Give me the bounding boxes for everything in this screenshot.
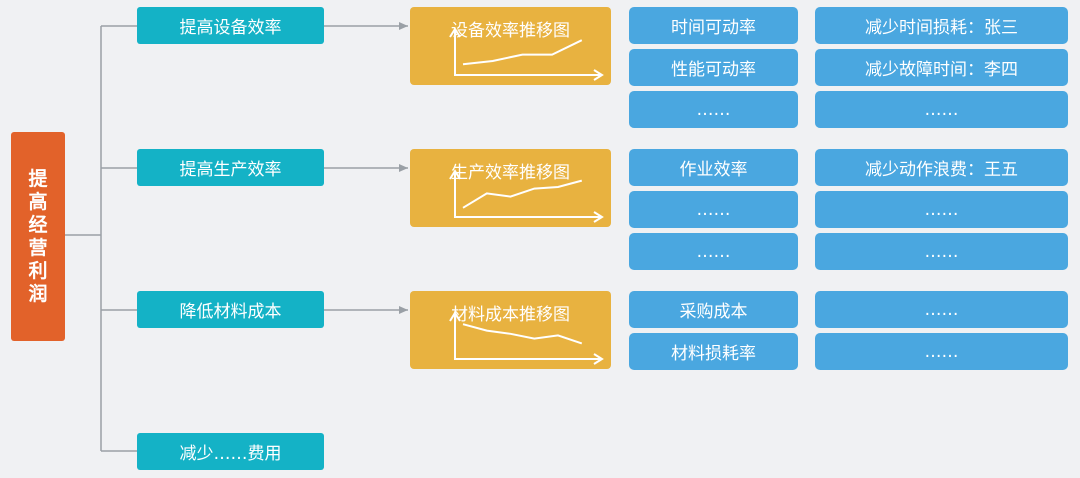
metric-item: 材料损耗率: [629, 333, 798, 370]
metric-item: 性能可动率: [629, 49, 798, 86]
trend-line: [462, 179, 583, 209]
trend-axes: [454, 315, 600, 360]
metric-item: ……: [629, 91, 798, 128]
metric-item: 采购成本: [629, 291, 798, 328]
metric-item: ……: [629, 191, 798, 228]
action-item: ……: [815, 91, 1068, 128]
trend-axes: [454, 31, 600, 76]
root-node: 提 高 经 营 利 润: [11, 132, 65, 341]
trend-axis-arrow: [593, 353, 604, 365]
trend-card-title: 材料成本推移图: [451, 305, 570, 325]
trend-axis-arrow: [449, 27, 461, 38]
trend-axis-arrow: [593, 211, 604, 223]
trend-mini-chart: [449, 311, 604, 365]
trend-line: [462, 39, 583, 66]
root-char: 经: [28, 213, 48, 236]
trend-card-production: 生产效率推移图: [410, 149, 611, 227]
root-char: 高: [28, 190, 48, 213]
root-char: 利: [28, 259, 48, 282]
root-char: 营: [28, 236, 48, 259]
action-item: ……: [815, 333, 1068, 370]
action-item: ……: [815, 191, 1068, 228]
root-char: 提: [28, 167, 48, 190]
action-item: ……: [815, 233, 1068, 270]
branch-expense: 减少……费用: [137, 433, 324, 470]
action-item: 减少时间损耗：张三: [815, 7, 1068, 44]
trend-card-title: 设备效率推移图: [451, 21, 570, 41]
branch-material-cost: 降低材料成本: [137, 291, 324, 328]
trend-mini-chart: [449, 169, 604, 223]
branch-production-efficiency: 提高生产效率: [137, 149, 324, 186]
action-item: 减少故障时间：李四: [815, 49, 1068, 86]
trend-card-material: 材料成本推移图: [410, 291, 611, 369]
trend-axis-arrow: [593, 69, 604, 81]
metric-item: ……: [629, 233, 798, 270]
trend-line: [462, 323, 583, 345]
trend-axis-arrow: [449, 311, 461, 322]
trend-card-title: 生产效率推移图: [451, 163, 570, 183]
branch-equipment-efficiency: 提高设备效率: [137, 7, 324, 44]
trend-axis-arrow: [449, 169, 461, 180]
action-item: ……: [815, 291, 1068, 328]
metric-item: 作业效率: [629, 149, 798, 186]
root-char: 润: [28, 282, 48, 305]
trend-mini-chart: [449, 27, 604, 81]
metric-item: 时间可动率: [629, 7, 798, 44]
trend-card-equipment: 设备效率推移图: [410, 7, 611, 85]
trend-axes: [454, 173, 600, 218]
action-item: 减少动作浪费：王五: [815, 149, 1068, 186]
